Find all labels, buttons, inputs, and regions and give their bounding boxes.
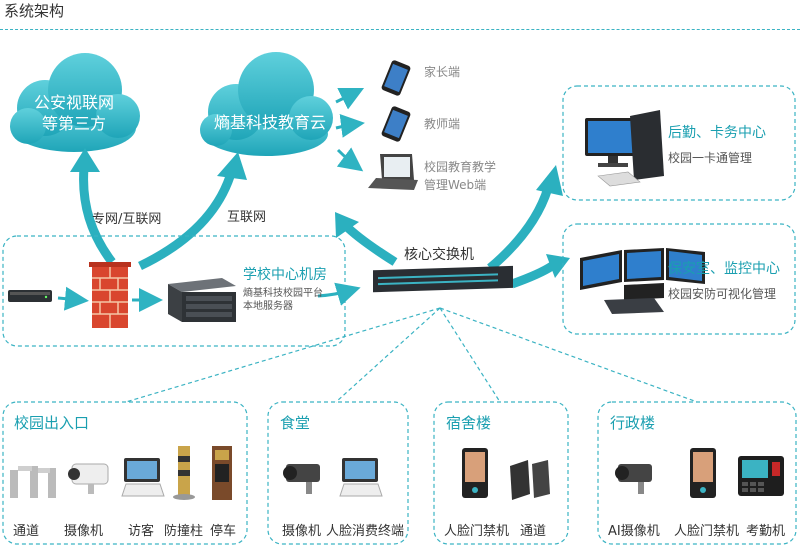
- core-switch-icon: [373, 265, 513, 293]
- monitor-wall-icon: [580, 248, 705, 314]
- phone-icon-teacher: [381, 106, 411, 142]
- attendance-machine-icon: [738, 456, 784, 496]
- zone-item-label: 防撞柱: [164, 524, 204, 539]
- zone-title-admin: 行政楼: [610, 414, 656, 432]
- camera-icon-gate: [68, 463, 109, 494]
- arrow-switch-up: [335, 212, 398, 266]
- zone-title-canteen: 食堂: [280, 414, 311, 432]
- switch-fanout-lines: [125, 307, 698, 403]
- cloud-right: [200, 52, 333, 156]
- link-label-right: 互联网: [227, 210, 267, 225]
- zone-item-label: 摄像机: [282, 524, 322, 539]
- zone-item-label: 人脸消费终端: [326, 524, 405, 539]
- zone-item-label: 人脸门禁机: [444, 524, 510, 539]
- server-room-title: 学校中心机房: [243, 267, 327, 283]
- zone-item-label: 人脸门禁机: [674, 524, 740, 539]
- visitor-terminal-icon: [121, 458, 165, 497]
- client-label-teacher: 教师端: [424, 117, 461, 131]
- logistics-center-subtitle: 校园一卡通管理: [668, 151, 753, 165]
- security-center-subtitle: 校园安防可视化管理: [668, 287, 777, 301]
- server-room-desc: 熵基科技校园平台 本地服务器: [243, 288, 323, 312]
- logistics-center-title: 后勤、卡务中心: [668, 125, 766, 141]
- face-access-icon-dorm: [462, 448, 488, 498]
- camera-icon-canteen: [283, 464, 320, 494]
- zone-item-label: 访客: [128, 524, 155, 539]
- zone-title-entrance: 校园出入口: [14, 414, 90, 432]
- core-switch-label: 核心交换机: [404, 247, 474, 263]
- bollard-icon: [173, 446, 195, 500]
- turnstile-icon: [10, 466, 56, 498]
- client-label-parent: 家长端: [424, 65, 461, 79]
- zone-item-label: 摄像机: [64, 524, 104, 539]
- zone-item-label: 通道: [13, 524, 40, 539]
- zone-item-label: 通道: [520, 524, 547, 539]
- cloud-left: [10, 53, 140, 152]
- zone-item-label: 考勤机: [746, 524, 786, 539]
- firewall-icon: [89, 262, 131, 328]
- face-payment-terminal-icon: [339, 458, 383, 497]
- link-label-left: 专网/互联网: [92, 212, 162, 227]
- laptop-icon: [368, 154, 418, 190]
- title-divider: [0, 29, 800, 30]
- security-center-title: 保安室、监控中心: [668, 261, 780, 277]
- arrow-to-security: [510, 254, 570, 289]
- client-label-web: 校园教育教学 管理Web端: [424, 160, 497, 192]
- zone-title-dorm: 宿舍楼: [446, 414, 492, 432]
- desktop-pc-icon: [585, 110, 664, 187]
- page-title: 系统架构: [4, 2, 65, 20]
- server-icon: [168, 278, 236, 322]
- phone-icon-parent: [381, 60, 411, 96]
- zone-item-label: 停车: [210, 524, 237, 539]
- face-access-icon-admin: [690, 448, 716, 498]
- parking-terminal-icon: [212, 446, 232, 500]
- cloud-right-label: 熵基科技教育云: [213, 113, 326, 132]
- arrow-to-cloud-left: [70, 148, 116, 265]
- cloud-left-label: 公安视联网 等第三方: [33, 93, 114, 133]
- arrow-to-logistics: [487, 165, 563, 272]
- modem-icon: [8, 290, 52, 302]
- turnstile-icon-dorm: [510, 460, 550, 500]
- arrow-to-cloud-right: [138, 152, 247, 271]
- zone-item-label: AI摄像机: [608, 524, 660, 539]
- ai-camera-icon: [615, 464, 652, 494]
